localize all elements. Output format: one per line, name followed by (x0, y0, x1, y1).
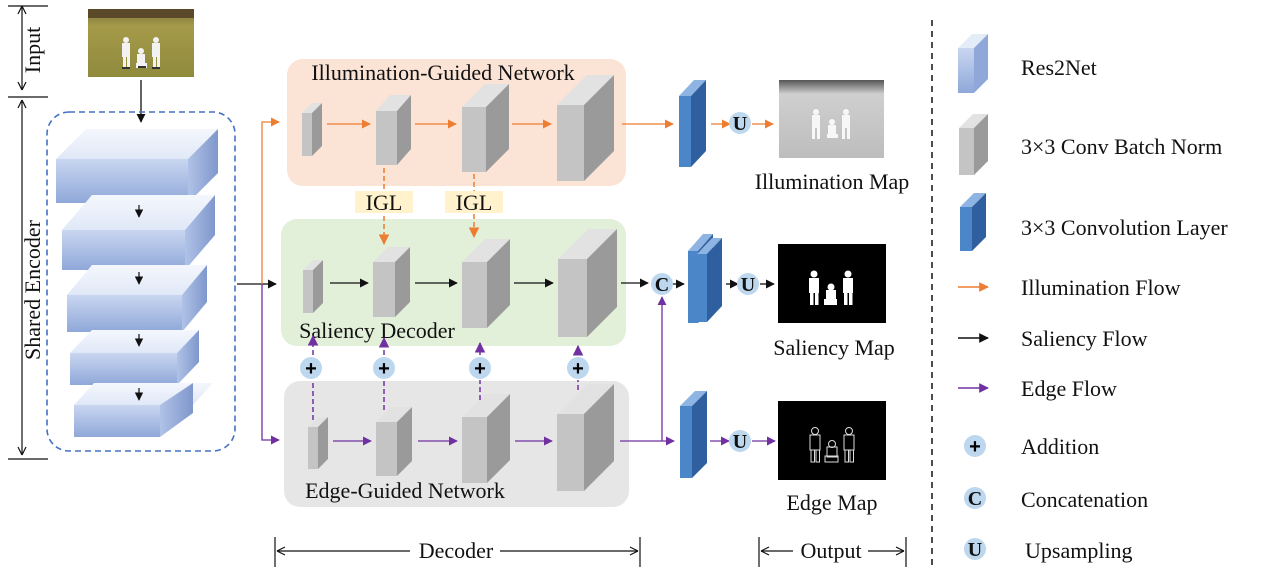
encoder-block-3 (67, 265, 207, 332)
output-dimension (758, 537, 907, 567)
output-label: Output (800, 538, 861, 563)
saliency-map-image (778, 244, 886, 323)
legend-concatenation-symbol: C (964, 487, 986, 510)
decoder-dimension (274, 537, 641, 567)
addition-op-label: + (378, 358, 390, 380)
edge-conv-layer (680, 391, 707, 478)
decoder-label: Decoder (419, 538, 494, 563)
legend-label-addition: Addition (1021, 434, 1099, 459)
illumination-network-title: Illumination-Guided Network (311, 60, 574, 85)
legend-label-upsampling: Upsampling (1025, 538, 1133, 563)
illumination-map-label: Illumination Map (755, 169, 910, 194)
addition-op-label: + (572, 358, 584, 380)
illumination-map-image (779, 80, 884, 158)
legend-addition-glyph: + (969, 436, 981, 458)
concatenation-op-label: C (655, 274, 669, 296)
edge-conv-block-1 (308, 417, 328, 469)
igl-box-1 (355, 191, 413, 213)
addition-op-label: + (305, 358, 317, 380)
legend-blue-block-symbol (960, 193, 986, 251)
upsampling-op-saliency: U (737, 273, 759, 296)
illumination-conv-layer (679, 80, 706, 167)
upsampling-op-illumination: U (729, 112, 751, 135)
illumination-conv-block-2 (376, 95, 411, 165)
legend-label-res2net: Res2Net (1021, 55, 1097, 80)
edge-conv-block-2 (376, 407, 412, 476)
encoder-block-5 (74, 383, 213, 437)
shared-encoder-label: Shared Encoder (20, 219, 45, 360)
addition-op-label: + (474, 358, 486, 380)
legend-label-conv-layer: 3×3 Convolution Layer (1021, 215, 1228, 240)
illumination-conv-block-4 (557, 75, 614, 181)
legend-label-conv-bn: 3×3 Conv Batch Norm (1021, 134, 1222, 159)
encoder-block-4 (70, 330, 199, 385)
illumination-conv-block-3 (462, 84, 509, 172)
legend-res2net-symbol (958, 34, 988, 93)
addition-op-2: + (373, 357, 395, 380)
saliency-conv-block-1 (303, 260, 323, 313)
legend-upsampling-glyph: U (968, 539, 982, 561)
input-image (88, 9, 194, 77)
legend-concatenation-glyph: C (968, 488, 982, 510)
encoder-to-illumination-arrow (261, 117, 280, 284)
input-label: Input (20, 27, 45, 73)
saliency-decoder-title: Saliency Decoder (299, 318, 455, 343)
upsampling-op-edge: U (729, 430, 751, 453)
edge-map-label: Edge Map (786, 490, 877, 515)
igl-label-1: IGL (366, 190, 403, 215)
upsampling-op-label: U (733, 431, 747, 453)
edge-conv-block-3 (462, 394, 510, 483)
legend-label-illumination-flow: Illumination Flow (1021, 275, 1181, 300)
upsampling-op-label: U (733, 113, 747, 135)
legend-upsampling-symbol: U (964, 538, 986, 561)
illumination-conv-block-1 (302, 103, 322, 156)
encoder-block-1 (56, 129, 218, 203)
saliency-map-label: Saliency Map (773, 335, 895, 360)
saliency-conv-block-4 (558, 229, 617, 337)
upsampling-op-label: U (741, 274, 755, 296)
addition-op-4: + (567, 357, 589, 380)
addition-op-1: + (300, 357, 322, 380)
shared-encoder-bracket (8, 99, 48, 460)
legend-gray-block-symbol (959, 114, 988, 175)
encoder-to-edge-arrow (261, 284, 280, 445)
legend-addition-symbol: + (964, 435, 986, 458)
legend-label-edge-flow: Edge Flow (1021, 376, 1117, 401)
igl-label-2: IGL (456, 190, 493, 215)
saliency-conv-block-3 (462, 239, 510, 328)
igl-box-2 (445, 191, 503, 213)
saliency-conv-block-2 (373, 247, 410, 317)
legend-label-saliency-flow: Saliency Flow (1021, 326, 1148, 351)
edge-map-image (778, 401, 886, 480)
edge-conv-block-4 (557, 384, 614, 491)
legend-label-concatenation: Concatenation (1021, 487, 1148, 512)
input-bracket (8, 5, 48, 98)
concatenation-op: C (651, 273, 673, 296)
addition-op-3: + (469, 357, 491, 380)
saliency-conv-layers (688, 234, 722, 323)
shared-encoder-box (46, 111, 236, 452)
